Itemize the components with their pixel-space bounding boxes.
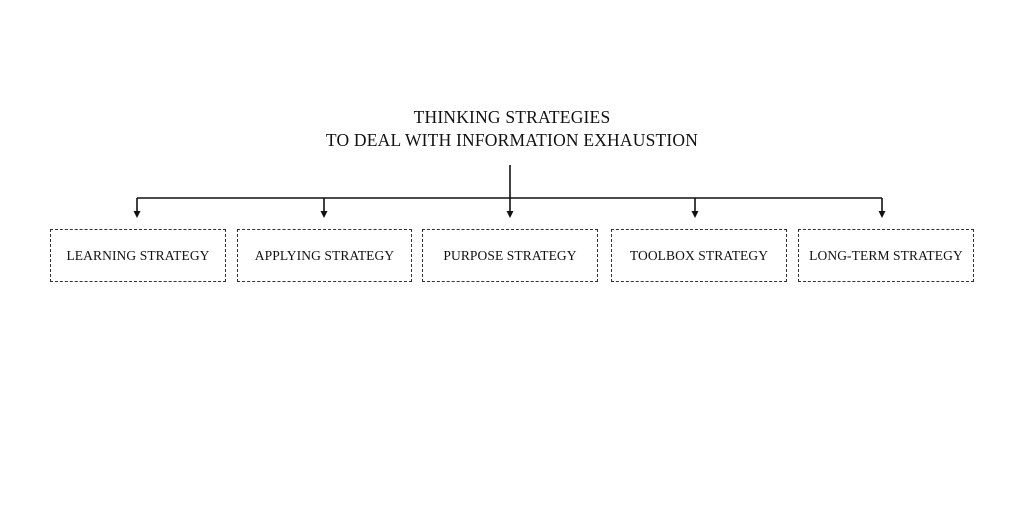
arrowhead-toolbox	[691, 211, 699, 218]
strategy-label-purpose: PURPOSE STRATEGY	[443, 247, 577, 263]
strategy-label-long-term: LONG-TERM STRATEGY	[809, 247, 963, 263]
strategy-label-applying: APPLYING STRATEGY	[254, 247, 395, 263]
strategy-box-toolbox: TOOLBOX STRATEGY	[611, 229, 787, 282]
arrowhead-learning	[133, 211, 141, 218]
strategy-box-learning: LEARNING STRATEGY	[50, 229, 226, 282]
arrowhead-long-term	[878, 211, 886, 218]
branch-arrows	[133, 198, 886, 218]
strategy-box-applying: APPLYING STRATEGY	[237, 229, 412, 282]
title-line-1: THINKING STRATEGIES	[413, 107, 611, 127]
arrowhead-applying	[320, 211, 328, 218]
strategy-label-learning: LEARNING STRATEGY	[66, 247, 210, 263]
diagram-title: THINKING STRATEGIES TO DEAL WITH INFORMA…	[0, 106, 1024, 152]
arrowhead-purpose	[506, 211, 514, 218]
strategy-box-long-term: LONG-TERM STRATEGY	[798, 229, 974, 282]
strategy-box-purpose: PURPOSE STRATEGY	[422, 229, 598, 282]
strategy-label-toolbox: TOOLBOX STRATEGY	[629, 247, 769, 263]
title-line-2: TO DEAL WITH INFORMATION EXHAUSTION	[325, 130, 699, 150]
